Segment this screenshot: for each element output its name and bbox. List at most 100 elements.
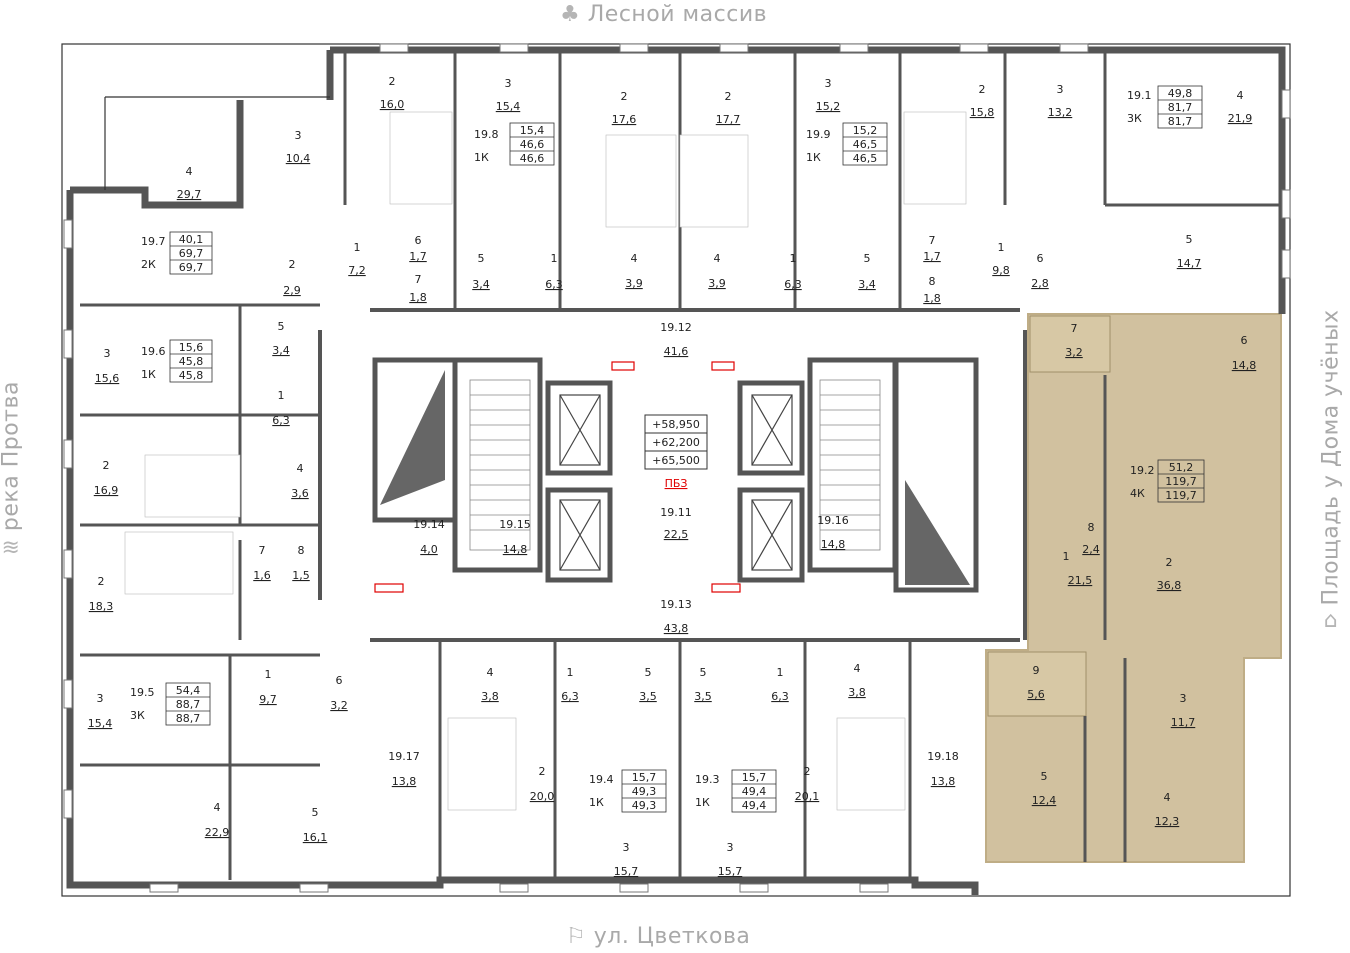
top-label-text: Лесной массив	[587, 2, 768, 27]
exterior-outline	[61, 43, 1291, 897]
apartment-type: 1К	[141, 368, 156, 381]
room-area: 3,4	[858, 278, 876, 291]
room-number: 3	[1180, 692, 1187, 705]
room-area: 13,2	[1048, 106, 1073, 119]
signpost-icon: ⚐	[566, 924, 587, 949]
room-area: 12,3	[1155, 815, 1180, 828]
common-area: 14,8	[821, 538, 846, 551]
apartment-type: 2К	[141, 258, 156, 271]
highlighted-apartment[interactable]	[985, 313, 1282, 863]
top-label: ♣ Лесной массив	[560, 2, 767, 27]
room-number: 4	[1237, 89, 1244, 102]
room-number: 3	[1057, 83, 1064, 96]
room-number: 3	[104, 347, 111, 360]
room-number: 7	[929, 234, 936, 247]
room-area: 16,0	[380, 98, 405, 111]
elevation-1: +58,950	[652, 418, 700, 431]
room-area: 29,7	[177, 188, 202, 201]
pbz-label: ПБЗ	[665, 477, 688, 490]
room-number: 9	[1033, 664, 1040, 677]
apartment-total: 49,3	[632, 799, 657, 812]
room-area: 15,7	[614, 865, 639, 878]
room-number: 3	[505, 77, 512, 90]
apartment-area: 81,7	[1168, 101, 1193, 114]
common-area: 22,5	[664, 528, 689, 541]
room-number: 7	[259, 544, 266, 557]
room-area: 21,5	[1068, 574, 1093, 587]
room-area: 3,5	[694, 690, 712, 703]
room-number: 5	[864, 252, 871, 265]
common-area: 41,6	[664, 345, 689, 358]
room-number: 1	[551, 252, 558, 265]
room-number: 4	[297, 462, 304, 475]
room-number: 1	[265, 668, 272, 681]
shaft-triangles	[380, 370, 970, 585]
room-area: 1,7	[923, 250, 941, 263]
room-number: 3	[825, 77, 832, 90]
room-number: 5	[478, 252, 485, 265]
apartment-living: 15,2	[853, 124, 878, 137]
room-area: 3,4	[272, 344, 290, 357]
room-number: 2	[725, 90, 732, 103]
room-area: 15,7	[718, 865, 743, 878]
apartment-type: 1К	[806, 151, 821, 164]
apartment-area: 46,5	[853, 138, 878, 151]
room-area: 17,6	[612, 113, 637, 126]
corridor-walls	[318, 308, 1027, 642]
partitions	[80, 50, 1282, 880]
common-id: 19.14	[413, 518, 445, 531]
room-area: 3,6	[291, 487, 309, 500]
room-number: 3	[97, 692, 104, 705]
room-number: 5	[645, 666, 652, 679]
room-area: 2,4	[1082, 543, 1100, 556]
room-number: 1	[278, 389, 285, 402]
common-area: 4,0	[420, 543, 438, 556]
room-area: 14,7	[1177, 257, 1202, 270]
room-number: 4	[214, 801, 221, 814]
room-area: 1,8	[409, 291, 427, 304]
room-number: 5	[1041, 770, 1048, 783]
core	[372, 357, 979, 593]
stairs	[469, 379, 881, 551]
room-number: 2	[103, 459, 110, 472]
room-area: 20,0	[530, 790, 555, 803]
room-number: 1	[777, 666, 784, 679]
room-number: 7	[415, 273, 422, 286]
room-area: 16,9	[94, 484, 119, 497]
apartment-id: 19.9	[806, 128, 831, 141]
room-area: 6,3	[784, 278, 802, 291]
room-number: 5	[312, 806, 319, 819]
common-id: 19.13	[660, 598, 692, 611]
apartment-id: 19.3	[695, 773, 720, 786]
room-area: 6,3	[272, 414, 290, 427]
fire-markers	[374, 361, 741, 593]
room-number: 2	[98, 575, 105, 588]
room-area: 3,8	[848, 686, 866, 699]
room-area: 3,4	[472, 278, 490, 291]
room-number: 5	[700, 666, 707, 679]
apartment-living: 40,1	[179, 233, 204, 246]
common-space-labels: 19.11 22,5 19.12 41,6 19.13 43,8 19.14 4…	[388, 321, 959, 788]
room-area: 21,9	[1228, 112, 1253, 125]
room-area: 7,2	[348, 264, 366, 277]
apartment-id: 19.5	[130, 686, 155, 699]
room-area: 2,9	[283, 284, 301, 297]
room-area: 18,3	[89, 600, 114, 613]
room-area: 22,9	[205, 826, 230, 839]
common-id: 19.12	[660, 321, 692, 334]
apartment-type: 1К	[474, 151, 489, 164]
room-number: 6	[336, 674, 343, 687]
room-area: 36,8	[1157, 579, 1182, 592]
room-number: 7	[1071, 322, 1078, 335]
apartment-total: 88,7	[176, 712, 201, 725]
room-number: 4	[1164, 791, 1171, 804]
room-area: 3,9	[708, 277, 726, 290]
apartment-type: 4К	[1130, 487, 1145, 500]
room-number: 2	[1166, 556, 1173, 569]
elevation-box: +58,950 +62,200 +65,500 ПБЗ	[644, 414, 708, 490]
bottom-label-text: ул. Цветкова	[593, 924, 751, 949]
room-number: 8	[1088, 521, 1095, 534]
room-number: 4	[854, 662, 861, 675]
room-area: 20,1	[795, 790, 820, 803]
